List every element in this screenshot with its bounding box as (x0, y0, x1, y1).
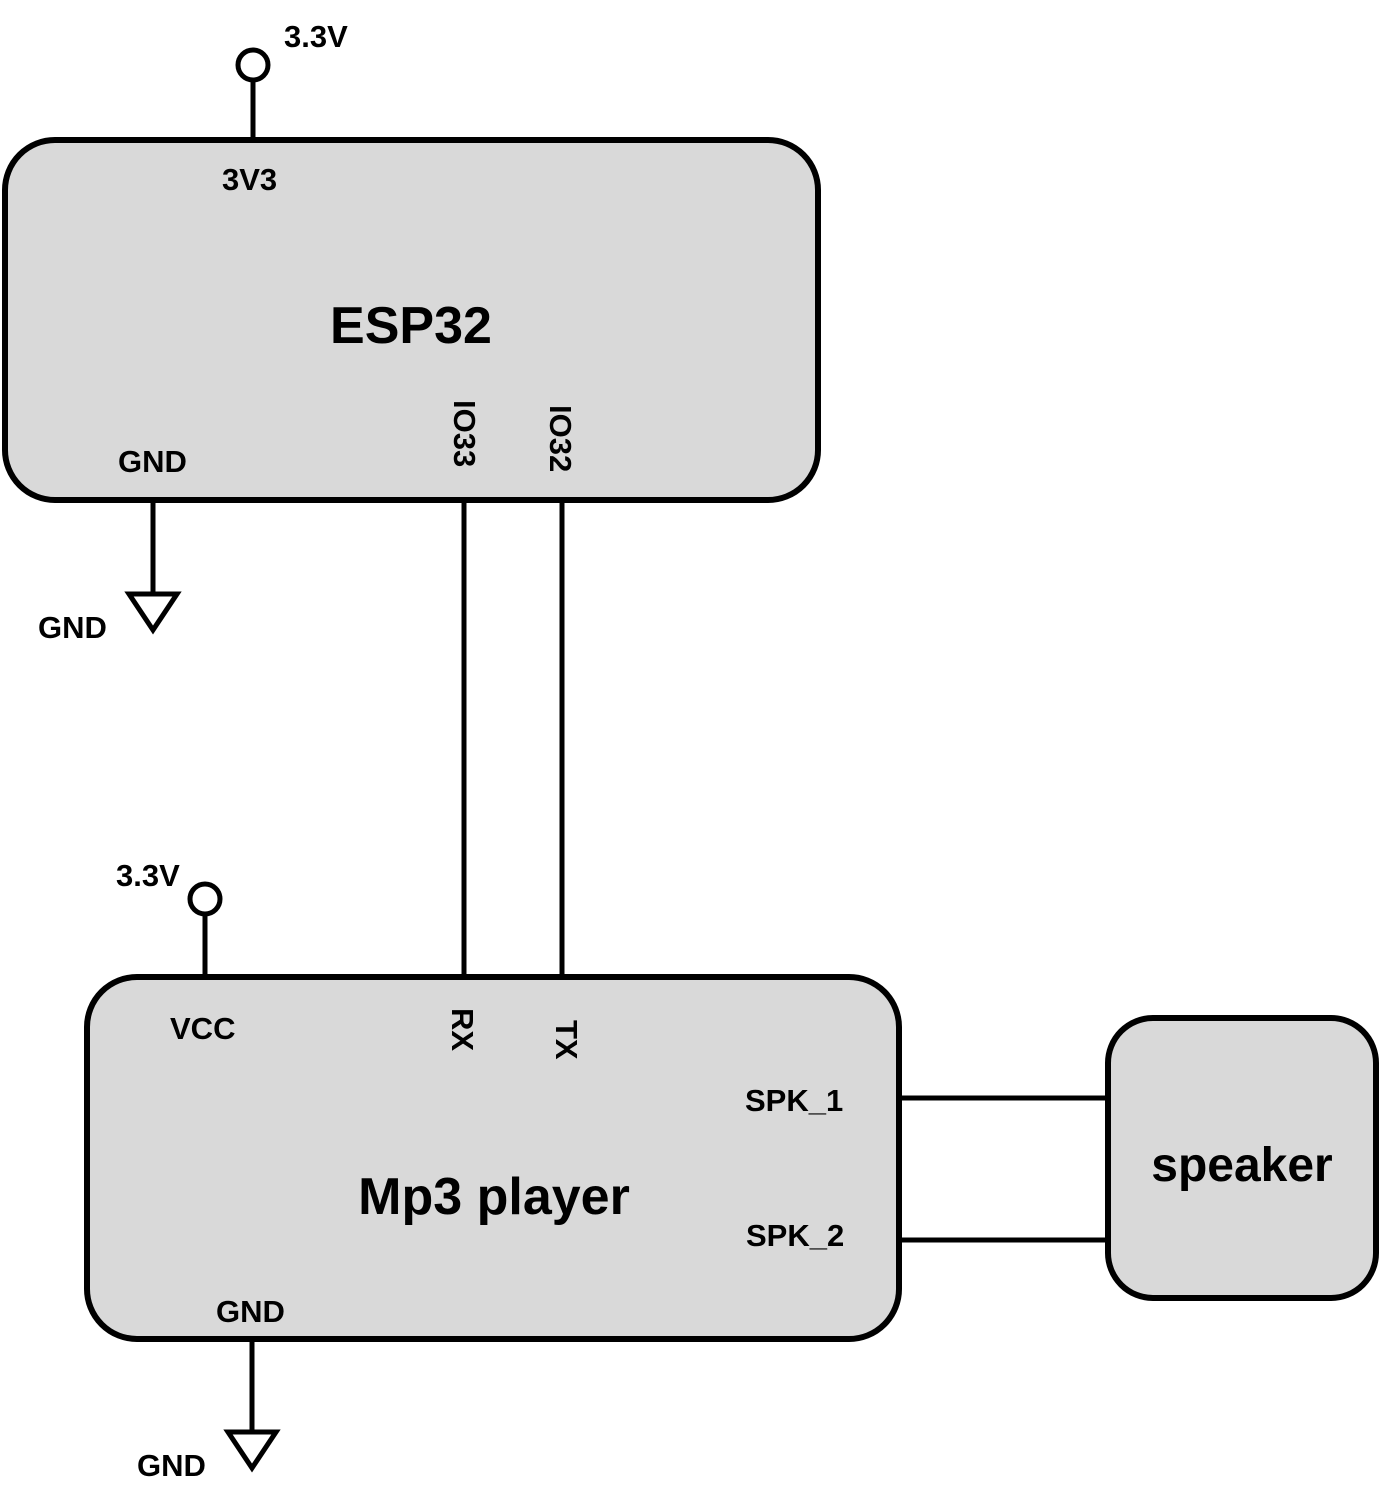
mp3-pin-gnd: GND (216, 1294, 285, 1329)
mp3-ground-label: GND (137, 1448, 206, 1483)
esp32-pin-io32: IO32 (543, 405, 578, 472)
mp3-pin-tx: TX (549, 1020, 584, 1060)
esp32-ground-label: GND (38, 610, 107, 645)
speaker-title: speaker (1151, 1139, 1332, 1192)
mp3-pin-spk2: SPK_2 (746, 1218, 844, 1253)
mp3-ground-icon (223, 1429, 281, 1473)
esp32-title: ESP32 (330, 297, 492, 355)
mp3-player-block (84, 974, 902, 1342)
mp3-pin-vcc: VCC (170, 1011, 235, 1046)
esp32-pin-3v3: 3V3 (222, 162, 277, 197)
mp3-pin-rx: RX (445, 1008, 480, 1051)
esp32-pin-io33: IO33 (447, 400, 482, 467)
mp3-player-title: Mp3 player (358, 1168, 630, 1226)
mp3-supply-label: 3.3V (116, 858, 180, 893)
esp32-supply-terminal-icon (235, 47, 271, 83)
esp32-block (2, 137, 821, 503)
esp32-supply-label: 3.3V (284, 19, 348, 54)
speaker-block (1105, 1015, 1379, 1301)
esp32-ground-icon (124, 591, 182, 635)
mp3-supply-terminal-icon (187, 881, 223, 917)
mp3-pin-spk1: SPK_1 (745, 1083, 843, 1118)
esp32-pin-gnd: GND (118, 444, 187, 479)
